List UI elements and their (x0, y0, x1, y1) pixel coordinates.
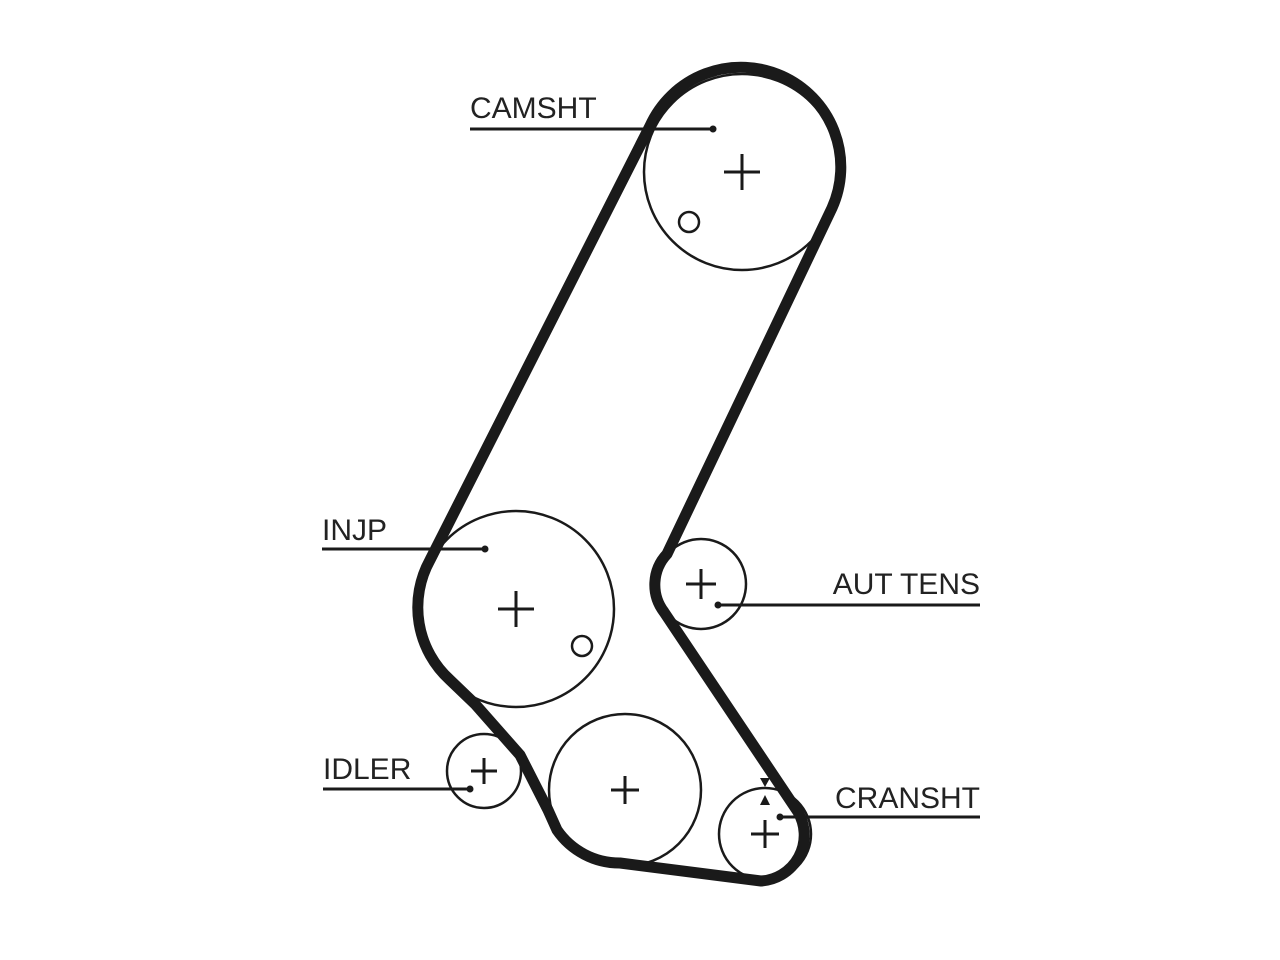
injection-pump-center-cross (498, 591, 534, 627)
auto-tensioner-leader (714, 601, 980, 609)
camshaft-center-cross (724, 154, 760, 190)
camshaft-label: CAMSHT (470, 92, 597, 125)
crankshaft-timing-arrow-bottom (760, 795, 770, 805)
crankshaft-center-cross (751, 820, 779, 848)
injection-pump-pulley (416, 509, 616, 709)
injection-pump-timing-mark (570, 634, 594, 658)
timing-belt (412, 61, 847, 887)
injection-pump-label: INJP (322, 514, 387, 547)
camshaft-timing-mark (677, 210, 701, 234)
crankshaft-pulley (717, 778, 813, 882)
auto-tensioner-label: AUT TENS (833, 568, 980, 601)
water-pump-center-cross (611, 776, 639, 804)
idler-center-cross (471, 758, 497, 784)
crankshaft-leader (776, 813, 980, 821)
camshaft-leader (470, 125, 717, 133)
crankshaft-label: CRANSHT (835, 782, 980, 815)
injection-pump-leader (322, 545, 489, 553)
auto-tensioner-center-cross (686, 569, 716, 599)
idler-label: IDLER (323, 753, 411, 786)
idler-leader (323, 785, 474, 793)
crankshaft-timing-arrow-top (760, 778, 770, 787)
